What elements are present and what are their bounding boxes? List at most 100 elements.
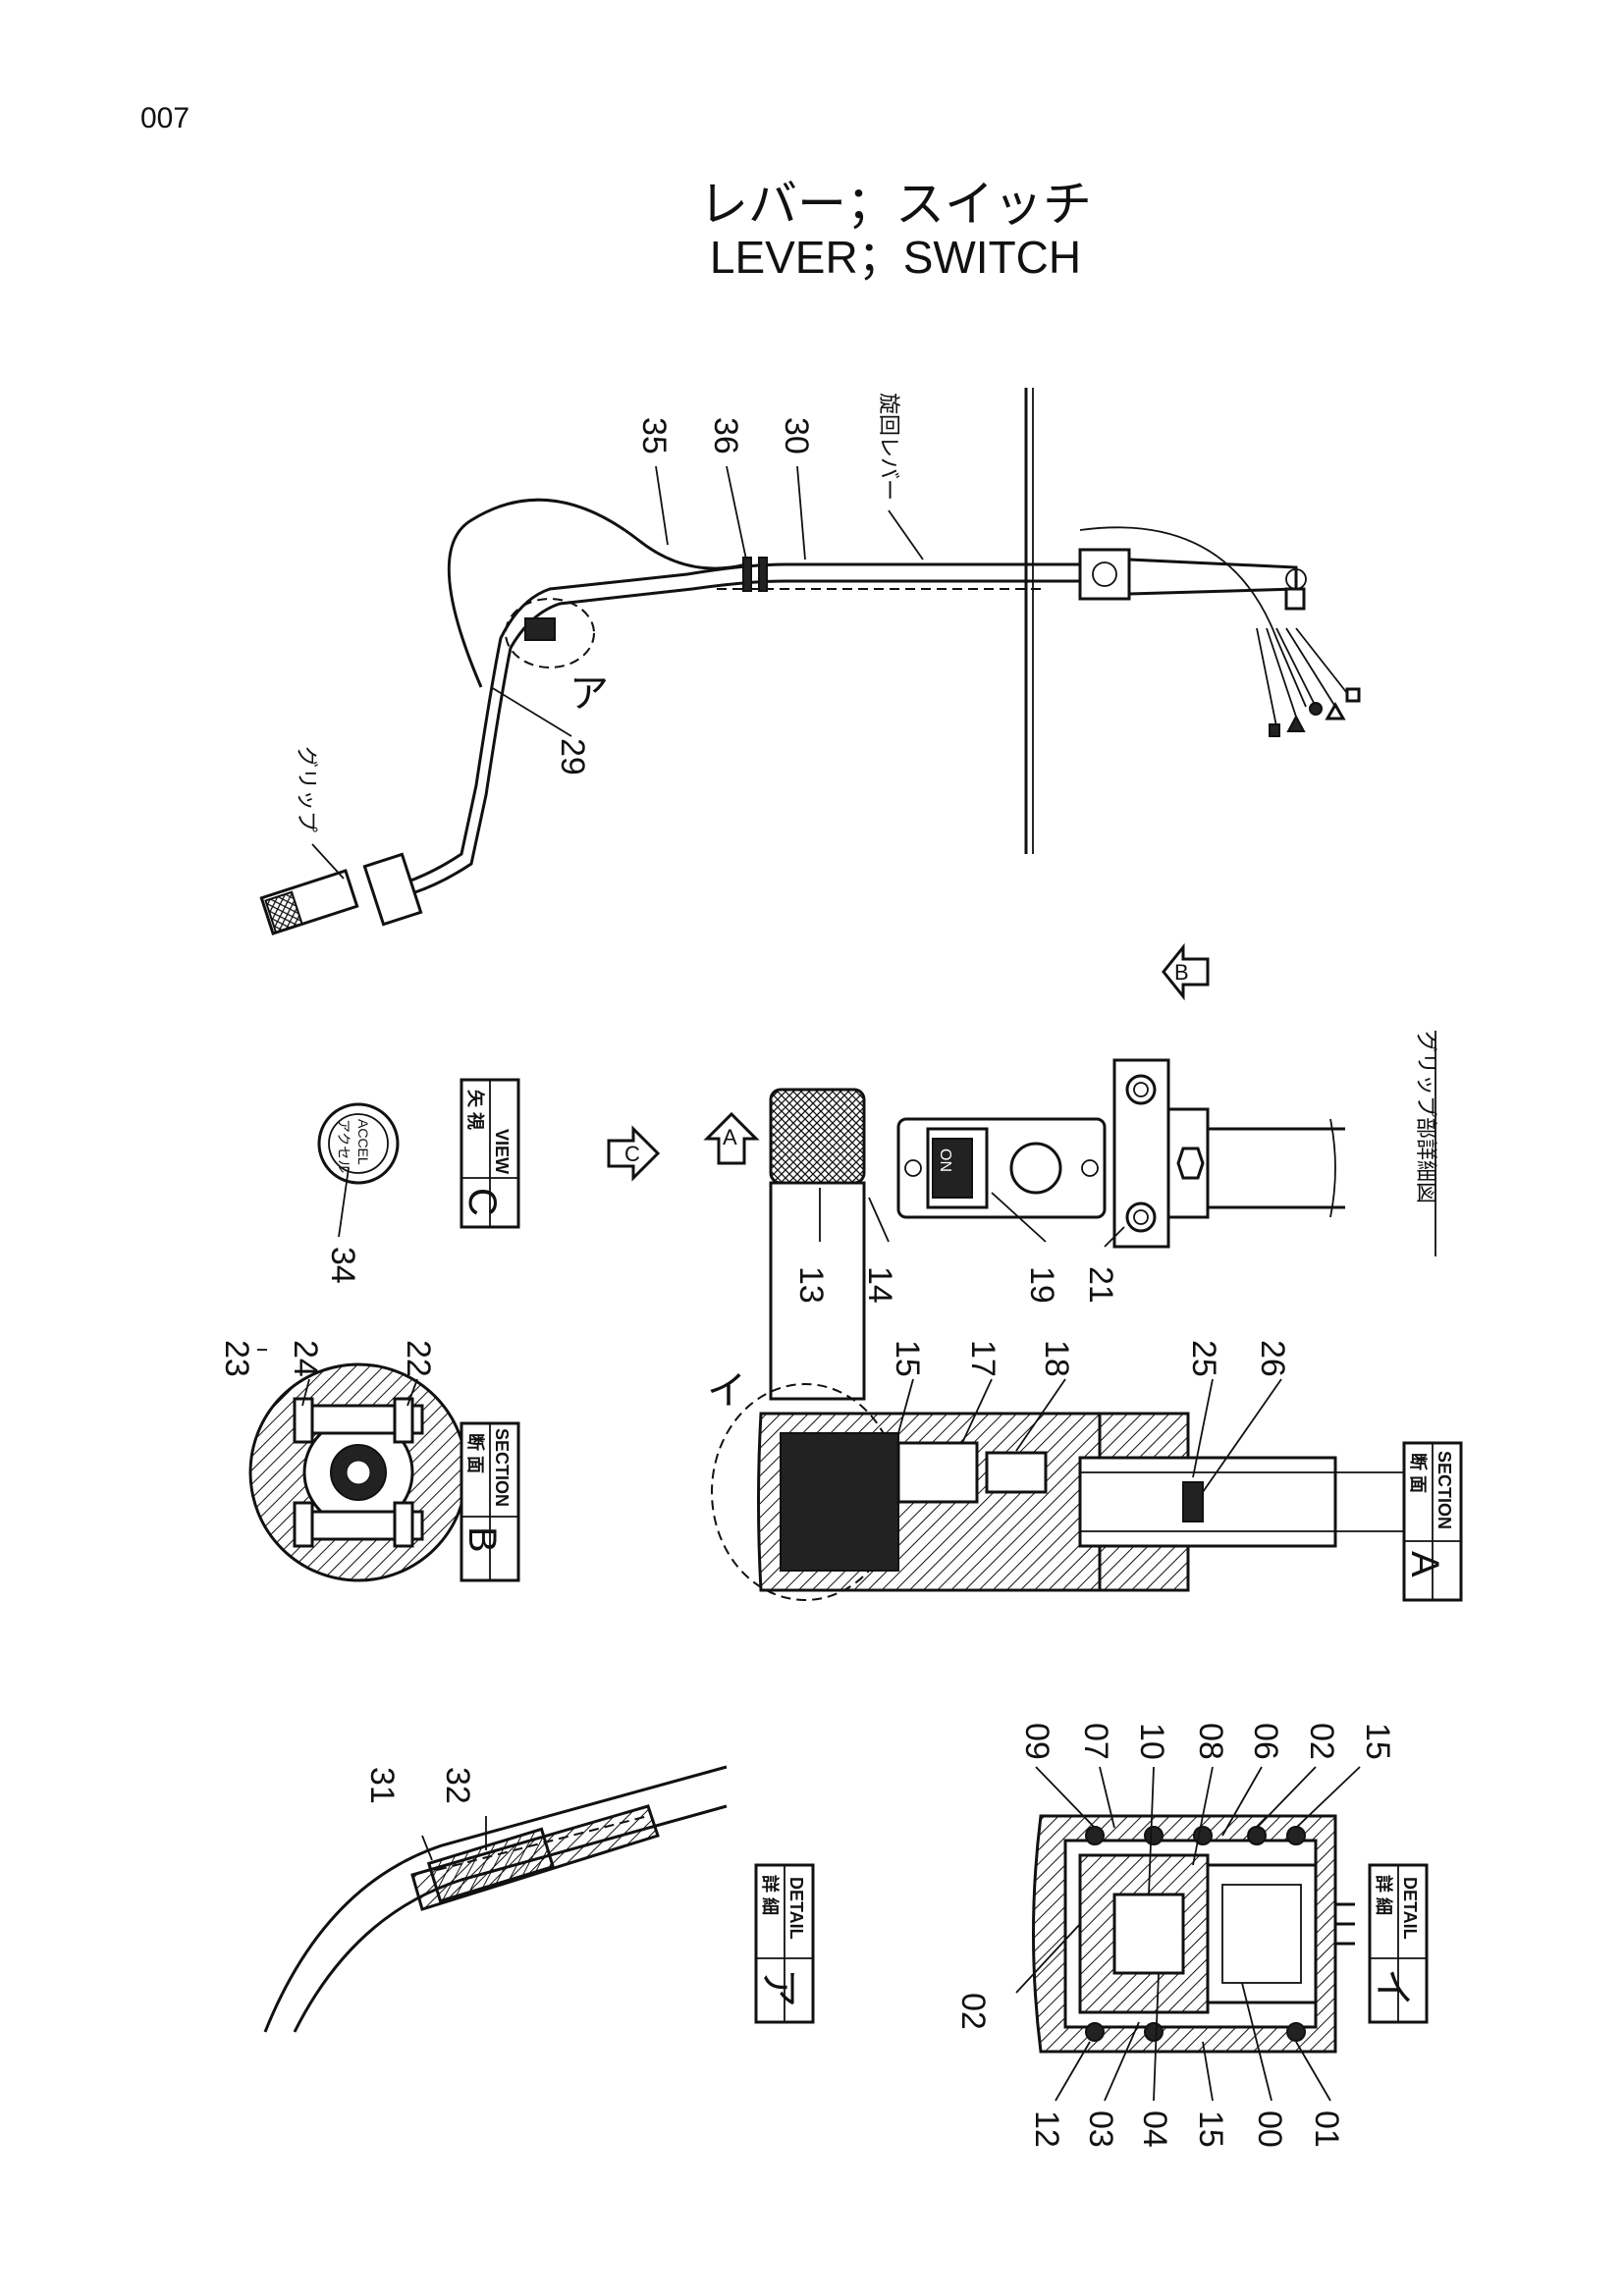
part-label-15a: 15 (889, 1340, 926, 1377)
view-c-jp: 矢 視 (465, 1090, 486, 1130)
part-label-19: 19 (1023, 1266, 1060, 1304)
lever-arm (1128, 558, 1298, 596)
section-b-jp: 断 面 (465, 1433, 486, 1473)
arm-clip (1284, 587, 1306, 611)
label-grip: グリップ (295, 746, 319, 832)
part-label-06: 06 (1247, 1723, 1284, 1760)
view-c-en: VIEW (492, 1129, 512, 1174)
part-label-21: 21 (1082, 1266, 1119, 1304)
band-36b (758, 557, 768, 592)
grip-top (259, 852, 423, 935)
detail-i-contact (1206, 1863, 1318, 2004)
sleeve-32 (524, 617, 556, 641)
part-label-02b: 02 (954, 1993, 992, 2030)
section-b-letter: B (460, 1526, 504, 1553)
switch-18 (985, 1451, 1048, 1494)
part-label-18: 18 (1038, 1340, 1075, 1377)
part-label-23: 23 (218, 1340, 255, 1377)
part-label-14: 14 (861, 1266, 898, 1304)
switch-17 (896, 1441, 979, 1504)
section-b: 断 面 SECTION B (248, 1362, 520, 1582)
detail-a-en: DETAIL (786, 1877, 806, 1940)
part-label-13: 13 (792, 1266, 830, 1304)
title-english: LEVER；SWITCH (709, 232, 1082, 283)
sleeve-32-detail (426, 1827, 556, 1903)
part-label-15c: 15 (1192, 2110, 1229, 2148)
part-label-09: 09 (1018, 1723, 1056, 1760)
cable-35 (447, 498, 747, 688)
part-label-31: 31 (363, 1767, 401, 1804)
detail-i-en: DETAIL (1400, 1877, 1420, 1940)
detail-i: 詳 細 DETAIL イ (1015, 1766, 1429, 2102)
detail-a: 詳 細 DETAIL ア (263, 1765, 815, 2033)
part-label-15b: 15 (1359, 1723, 1396, 1760)
part-label-03: 03 (1082, 2110, 1119, 2148)
leader-35 (655, 465, 669, 546)
part-label-25: 25 (1185, 1340, 1222, 1377)
part-label-36: 36 (707, 417, 744, 454)
bolt-right-top (393, 1397, 414, 1444)
view-c-letter: C (460, 1188, 504, 1216)
lever-tube-bottom (411, 579, 1119, 895)
leader-grip (311, 843, 345, 880)
accel-dial (317, 1102, 400, 1185)
harness-wire (1079, 526, 1307, 708)
lever-tube-top (402, 562, 1119, 885)
part-label-34: 34 (324, 1247, 361, 1284)
section-a-letter: A (1403, 1551, 1446, 1577)
leader-30 (796, 465, 806, 561)
arrow-b (1162, 942, 1210, 1001)
part-label-02a: 02 (1303, 1723, 1340, 1760)
part-label-08: 08 (1192, 1723, 1229, 1760)
arrow-b-letter: B (1174, 960, 1189, 985)
part-label-22: 22 (400, 1340, 437, 1377)
detail-i-plunger (1112, 1893, 1185, 1975)
section-a-en: SECTION (1435, 1451, 1454, 1529)
part-label-29: 29 (554, 738, 591, 775)
part-label-07: 07 (1077, 1723, 1114, 1760)
part-label-26: 26 (1254, 1340, 1291, 1377)
grip-detail: ON A B C グリップ部詳細図 (607, 942, 1438, 1401)
section-b-en: SECTION (492, 1428, 512, 1507)
accel-jp-text: アクセル (336, 1119, 352, 1173)
arrow-c-letter: C (624, 1142, 640, 1166)
leader-swing-lever (888, 509, 924, 561)
label-swing-lever: 旋回レバー (877, 393, 901, 501)
detail-a-jp: 詳 細 (760, 1875, 781, 1915)
leader-34 (338, 1167, 350, 1238)
detail-i-jp: 詳 細 (1374, 1875, 1394, 1915)
detail-a-marker: ア (569, 672, 609, 716)
arrow-c (607, 1125, 661, 1182)
knob-13 (769, 1088, 866, 1185)
accel-dial-inner (328, 1113, 389, 1174)
arrow-a-letter: A (723, 1125, 737, 1149)
part-label-12: 12 (1028, 2110, 1065, 2148)
part-label-04: 04 (1136, 2110, 1173, 2148)
part-label-35: 35 (635, 417, 673, 454)
part-label-01: 01 (1308, 2110, 1345, 2148)
title-japanese: レバー；スイッチ (699, 177, 1092, 232)
leader-36 (726, 465, 747, 561)
pivot-pin (1092, 561, 1117, 587)
grip-body-14 (769, 1181, 866, 1401)
lever-assembly: ア (259, 388, 1361, 935)
detail-a-tube-outer-top (263, 1765, 728, 2033)
part-label-24: 24 (287, 1340, 324, 1377)
accel-en-text: ACCEL (355, 1119, 371, 1165)
page-number: 007 (140, 102, 190, 134)
harness-branches (1256, 627, 1351, 727)
label-grip-detail: グリップ部詳細図 (1414, 1031, 1438, 1203)
detail-a-circle (505, 598, 595, 668)
part-label-00: 00 (1251, 2110, 1288, 2148)
view-c: アクセル ACCEL 34 矢 視 VIEW C (317, 1078, 520, 1284)
section-a-jp: 断 面 (1408, 1453, 1429, 1493)
detail-a-letter: ア (757, 1968, 800, 2007)
switch-block (780, 1432, 899, 1572)
push-button (1009, 1142, 1062, 1195)
detail-i-letter: イ (1371, 1968, 1414, 2007)
leader-29 (490, 686, 572, 737)
wire-terminals (1269, 687, 1361, 737)
part-label-32: 32 (439, 1767, 476, 1804)
part-label-10: 10 (1133, 1723, 1170, 1760)
switch-on-label: ON (937, 1148, 953, 1172)
